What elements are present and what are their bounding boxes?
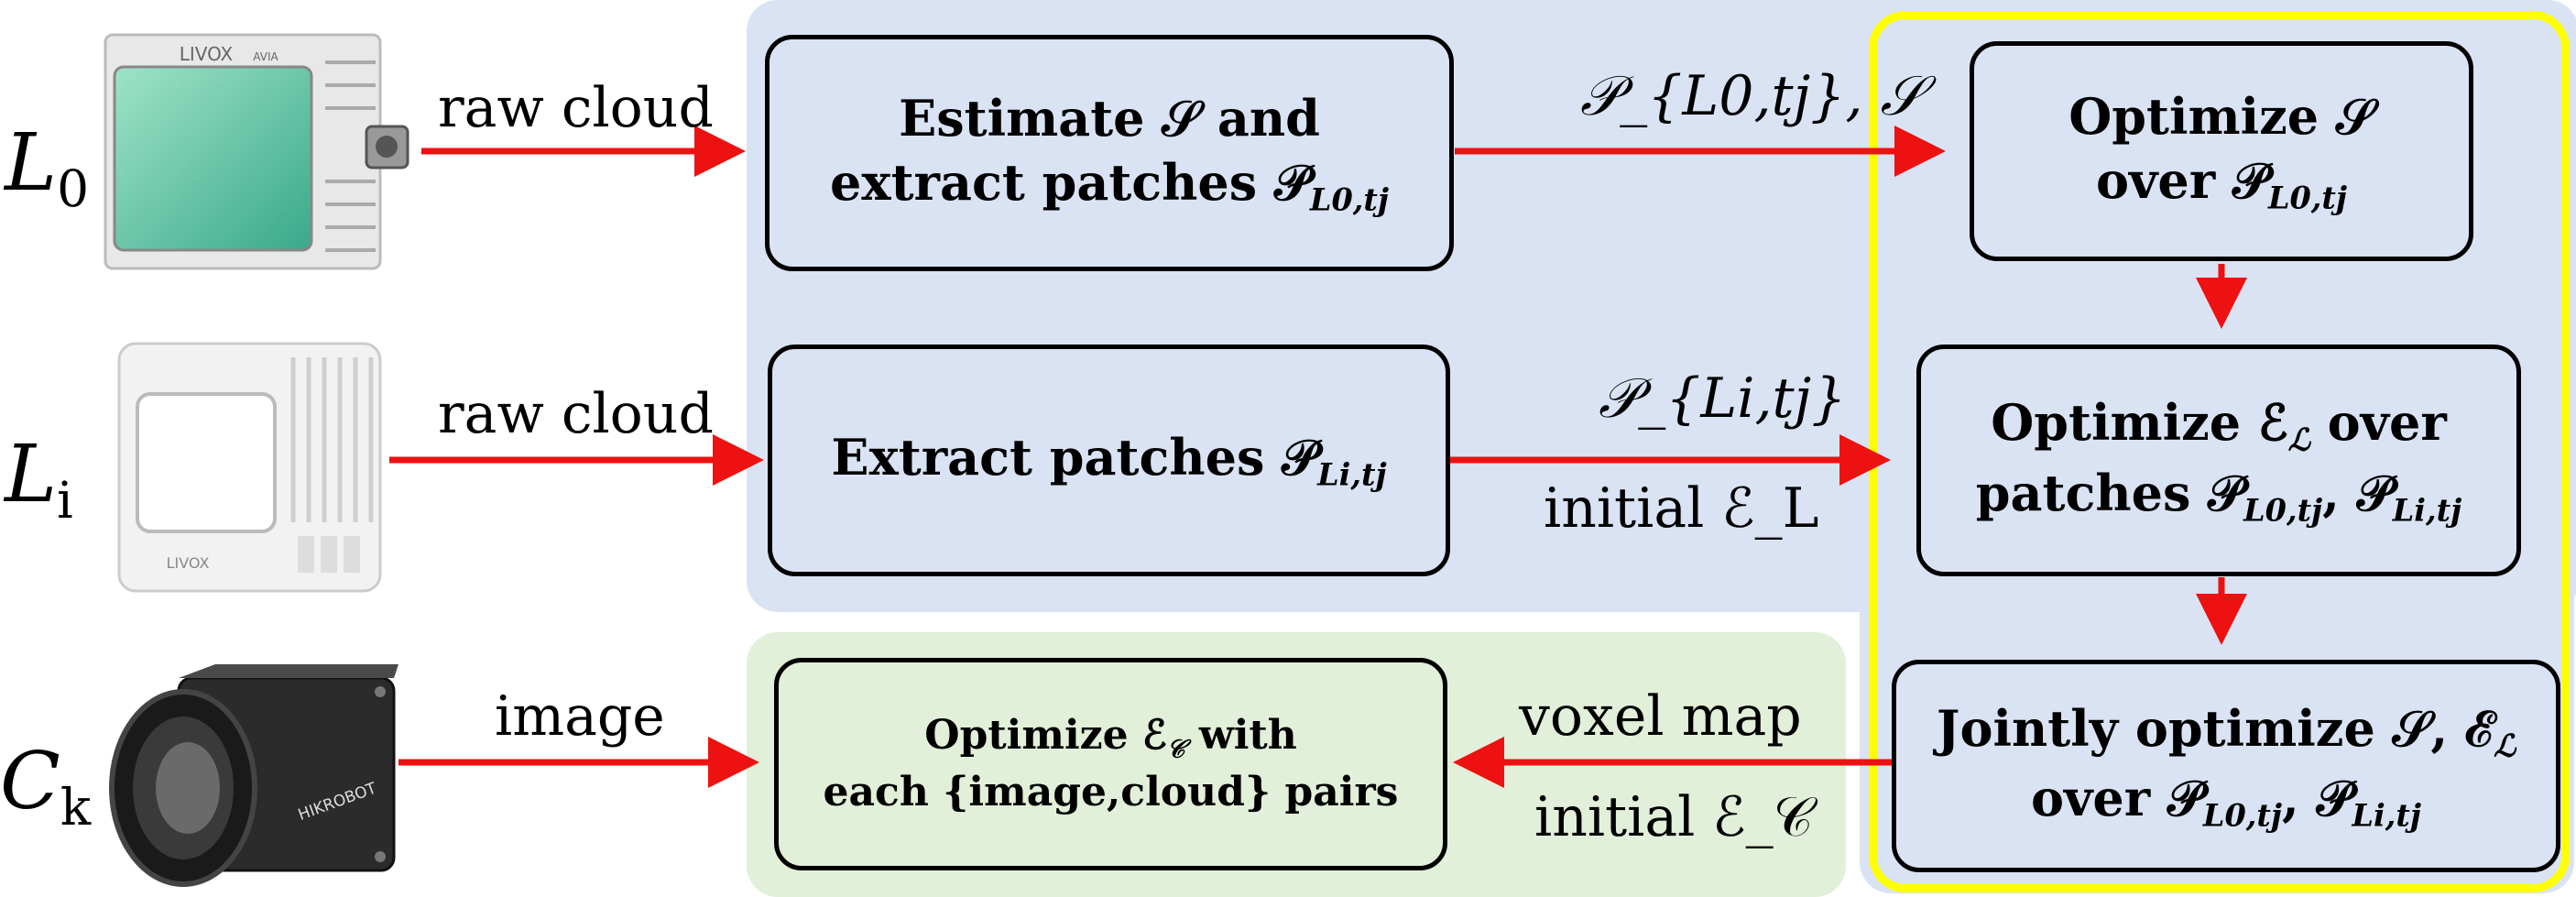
box-extract-patches: Extract patches 𝒫Li,tj — [768, 345, 1450, 576]
box-optimize-s: Optimize 𝒮 over 𝒫L0,tj — [1970, 41, 2473, 261]
camera-icon: HIKROBOT — [109, 664, 398, 887]
lidar-avia-brand: LIVOX — [180, 43, 234, 65]
box-optimize-ec: Optimize ℰ𝒞 with each {image,cloud} pair… — [774, 658, 1447, 870]
label-patches-li: 𝒫_{Li,tj} — [1599, 366, 1847, 431]
sensor-label-li: Li — [5, 429, 73, 531]
lidar-avia-icon: LIVOX AVIA — [104, 33, 409, 270]
box-joint-optimize: Jointly optimize 𝒮, ℰℒ over 𝒫L0,tj, 𝒫Li,… — [1892, 660, 2560, 872]
box-optimize-el: Optimize ℰℒ over patches 𝒫L0,tj, 𝒫Li,tj — [1916, 345, 2521, 576]
sensor-label-ck: Ck — [0, 736, 92, 837]
label-initial-ec: initial ℰ_𝒞 — [1534, 785, 1814, 849]
label-voxel-map: voxel map — [1519, 684, 1802, 749]
label-raw-cloud-l0: raw cloud — [438, 76, 714, 140]
label-patches-l0-scale: 𝒫_{L0,tj}, 𝒮 — [1580, 64, 1923, 128]
label-raw-cloud-li: raw cloud — [438, 382, 714, 446]
lidar-avia-model: AVIA — [253, 50, 278, 63]
sensor-label-l0: L0 — [5, 117, 90, 219]
label-initial-el: initial ℰ_L — [1544, 476, 1819, 541]
box-estimate-extract: Estimate 𝒮 and extract patches 𝒫L0,tj — [765, 35, 1454, 271]
label-image: image — [495, 684, 665, 749]
lidar-mid-brand: LIVOX — [167, 554, 210, 572]
lidar-mid-icon: LIVOX — [117, 342, 382, 593]
